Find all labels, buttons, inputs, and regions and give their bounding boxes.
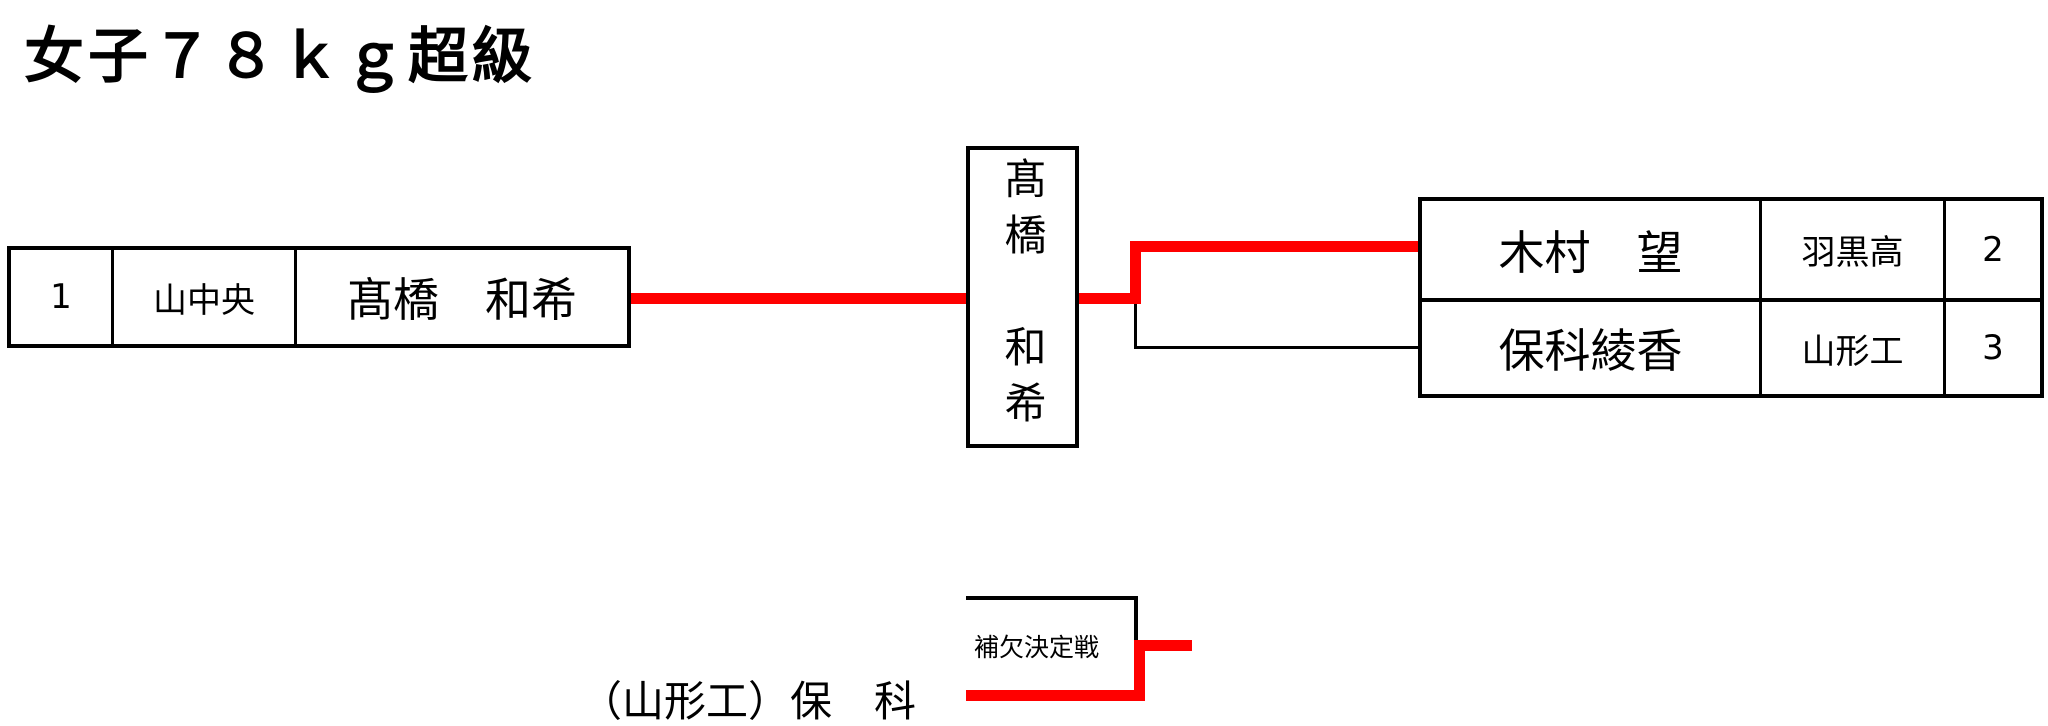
athlete-name: 木村 望 xyxy=(1498,225,1683,280)
school-name: 羽黒高 xyxy=(1759,201,1943,298)
winner-line-left xyxy=(631,293,967,304)
row-divider xyxy=(1422,298,2040,302)
repechage-line-vertical xyxy=(1134,596,1138,642)
athlete-name: 髙橋 和希 xyxy=(294,250,627,344)
school-name: 山中央 xyxy=(111,250,294,344)
repechage-line-top xyxy=(966,596,1138,600)
school-name: 山形工 xyxy=(1759,302,1943,394)
winner-line-right-vertical xyxy=(1130,241,1141,304)
entry-row-left: 1 山中央 髙橋 和希 xyxy=(7,246,631,348)
winner-box: 髙橋 和希 xyxy=(966,146,1079,448)
bracket-line-vertical xyxy=(1134,304,1137,349)
repechage-result: （山形工）保 科 xyxy=(580,677,917,726)
winner-name: 髙橋 和希 xyxy=(998,157,1047,437)
seed-number: 3 xyxy=(1943,302,2040,394)
bracket-line-bottom xyxy=(1134,346,1420,349)
repechage-line-red-vertical xyxy=(1134,640,1145,701)
page-title: 女子７８ｋｇ超級 xyxy=(24,22,536,92)
repechage-label: 補欠決定戦 xyxy=(974,633,1100,662)
seed-number: 1 xyxy=(50,277,72,317)
winner-line-right-top xyxy=(1130,241,1420,252)
repechage-line-winner xyxy=(966,690,1145,701)
repechage-line-out xyxy=(1134,640,1192,651)
athlete-name: 保科綾香 xyxy=(1498,324,1683,378)
seed-number: 2 xyxy=(1943,201,2040,298)
entry-table-right: 木村 望 羽黒高 2 保科綾香 山形工 3 xyxy=(1418,197,2044,398)
winner-line-right-stub xyxy=(1079,293,1139,304)
